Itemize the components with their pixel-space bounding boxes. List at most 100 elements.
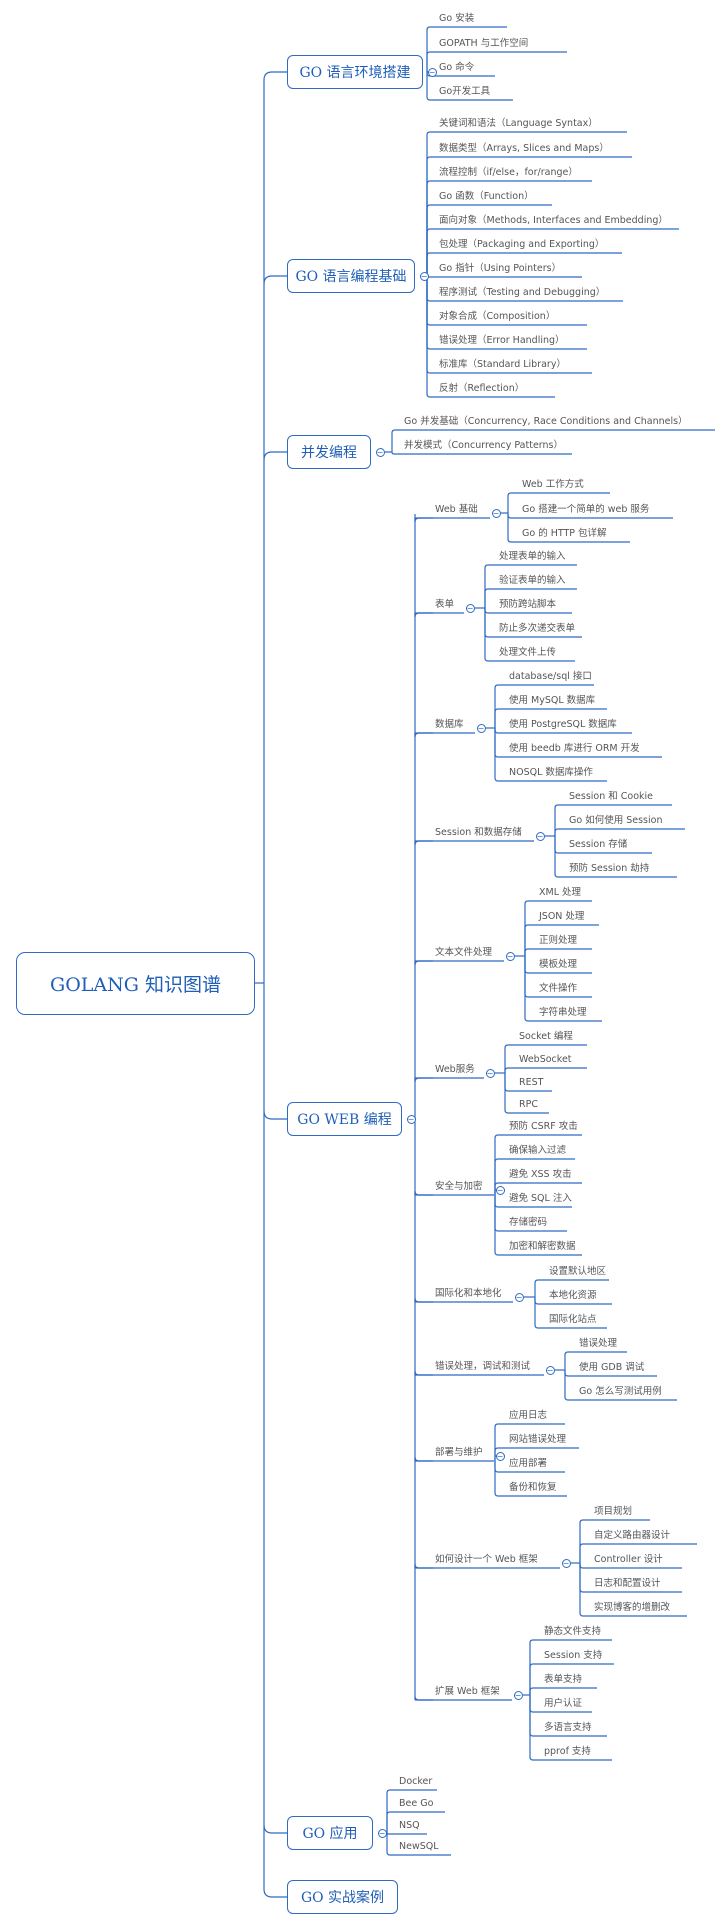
collapse-icon-sub-1[interactable]: − xyxy=(465,603,475,613)
sub-6-item-2[interactable]: 避免 XSS 攻击 xyxy=(509,1169,572,1180)
sub-10-item-1[interactable]: 自定义路由器设计 xyxy=(594,1530,671,1541)
sub-5-item-0[interactable]: Socket 编程 xyxy=(519,1031,573,1042)
sub-9-item-3[interactable]: 备份和恢复 xyxy=(509,1482,557,1493)
category-1-item-6[interactable]: Go 指针（Using Pointers） xyxy=(439,263,562,274)
sub-6-item-1[interactable]: 确保输入过滤 xyxy=(509,1145,567,1156)
sub-4-item-2[interactable]: 正则处理 xyxy=(539,935,578,946)
sub-2-item-2[interactable]: 使用 PostgreSQL 数据库 xyxy=(509,719,617,730)
collapse-icon-sub-6[interactable]: − xyxy=(495,1185,505,1195)
sub-3-item-2[interactable]: Session 存储 xyxy=(569,839,628,850)
subcategory-4[interactable]: 文本文件处理 xyxy=(435,947,493,958)
collapse-icon-sub-3[interactable]: − xyxy=(535,831,545,841)
category-4-item-3[interactable]: NewSQL xyxy=(399,1841,439,1852)
sub-1-item-3[interactable]: 防止多次递交表单 xyxy=(499,623,576,634)
sub-8-item-0[interactable]: 错误处理 xyxy=(579,1338,618,1349)
sub-5-item-1[interactable]: WebSocket xyxy=(519,1054,572,1065)
category-node-4[interactable]: GO 应用 xyxy=(287,1816,373,1850)
sub-6-item-3[interactable]: 避免 SQL 注入 xyxy=(509,1193,572,1204)
collapse-icon-category-2[interactable]: − xyxy=(375,447,385,457)
subcategory-7[interactable]: 国际化和本地化 xyxy=(435,1288,502,1299)
sub-10-item-0[interactable]: 项目规划 xyxy=(594,1506,633,1517)
sub-1-item-0[interactable]: 处理表单的输入 xyxy=(499,551,566,562)
sub-11-item-4[interactable]: 多语言支持 xyxy=(544,1722,592,1733)
category-1-item-8[interactable]: 对象合成（Composition） xyxy=(439,311,556,322)
collapse-icon-category-1[interactable]: − xyxy=(419,271,429,281)
sub-3-item-1[interactable]: Go 如何使用 Session xyxy=(569,815,663,826)
collapse-icon-sub-11[interactable]: − xyxy=(513,1690,523,1700)
category-node-1[interactable]: GO 语言编程基础 xyxy=(287,259,415,293)
collapse-icon-sub-9[interactable]: − xyxy=(495,1451,505,1461)
subcategory-10[interactable]: 如何设计一个 Web 框架 xyxy=(435,1554,538,1565)
sub-7-item-2[interactable]: 国际化站点 xyxy=(549,1314,597,1325)
collapse-icon-category-3[interactable]: − xyxy=(406,1114,416,1124)
sub-7-item-1[interactable]: 本地化资源 xyxy=(549,1290,597,1301)
subcategory-1[interactable]: 表单 xyxy=(435,599,455,610)
subcategory-6[interactable]: 安全与加密 xyxy=(435,1181,483,1192)
category-4-item-0[interactable]: Docker xyxy=(399,1776,433,1787)
subcategory-2[interactable]: 数据库 xyxy=(435,719,464,730)
category-1-item-2[interactable]: 流程控制（if/else，for/range） xyxy=(439,167,578,178)
sub-11-item-0[interactable]: 静态文件支持 xyxy=(544,1626,602,1637)
sub-1-item-4[interactable]: 处理文件上传 xyxy=(499,647,557,658)
collapse-icon-sub-2[interactable]: − xyxy=(476,723,486,733)
sub-4-item-3[interactable]: 模板处理 xyxy=(539,959,578,970)
category-1-item-11[interactable]: 反射（Reflection） xyxy=(439,383,525,394)
subcategory-0[interactable]: Web 基础 xyxy=(435,504,478,515)
category-0-item-1[interactable]: GOPATH 与工作空间 xyxy=(439,38,529,49)
subcategory-3[interactable]: Session 和数据存储 xyxy=(435,827,522,838)
sub-2-item-0[interactable]: database/sql 接口 xyxy=(509,671,592,682)
collapse-icon-sub-0[interactable]: − xyxy=(491,508,501,518)
category-0-item-3[interactable]: Go开发工具 xyxy=(439,86,491,97)
category-1-item-4[interactable]: 面向对象（Methods, Interfaces and Embedding） xyxy=(439,215,668,226)
sub-6-item-5[interactable]: 加密和解密数据 xyxy=(509,1241,576,1252)
collapse-icon-category-0[interactable]: − xyxy=(427,67,437,77)
sub-10-item-3[interactable]: 日志和配置设计 xyxy=(594,1578,661,1589)
sub-9-item-1[interactable]: 网站错误处理 xyxy=(509,1434,567,1445)
sub-0-item-2[interactable]: Go 的 HTTP 包详解 xyxy=(522,528,607,539)
sub-2-item-1[interactable]: 使用 MySQL 数据库 xyxy=(509,695,596,706)
category-1-item-0[interactable]: 关键词和语法（Language Syntax） xyxy=(439,118,598,129)
sub-10-item-4[interactable]: 实现博客的增删改 xyxy=(594,1602,671,1613)
collapse-icon-sub-5[interactable]: − xyxy=(485,1068,495,1078)
category-1-item-10[interactable]: 标准库（Standard Library） xyxy=(439,359,566,370)
subcategory-5[interactable]: Web服务 xyxy=(435,1064,475,1075)
sub-4-item-4[interactable]: 文件操作 xyxy=(539,983,578,994)
sub-9-item-0[interactable]: 应用日志 xyxy=(509,1410,548,1421)
category-1-item-3[interactable]: Go 函数（Function） xyxy=(439,191,534,202)
category-0-item-2[interactable]: Go 命令 xyxy=(439,62,475,73)
category-4-item-1[interactable]: Bee Go xyxy=(399,1798,434,1809)
subcategory-11[interactable]: 扩展 Web 框架 xyxy=(435,1686,500,1697)
category-1-item-9[interactable]: 错误处理（Error Handling） xyxy=(439,335,565,346)
sub-2-item-3[interactable]: 使用 beedb 库进行 ORM 开发 xyxy=(509,743,640,754)
category-0-item-0[interactable]: Go 安装 xyxy=(439,13,475,24)
sub-1-item-2[interactable]: 预防跨站脚本 xyxy=(499,599,557,610)
collapse-icon-sub-7[interactable]: − xyxy=(514,1292,524,1302)
sub-4-item-0[interactable]: XML 处理 xyxy=(539,887,582,898)
collapse-icon-sub-8[interactable]: − xyxy=(545,1365,555,1375)
sub-11-item-1[interactable]: Session 支持 xyxy=(544,1650,603,1661)
sub-4-item-5[interactable]: 字符串处理 xyxy=(539,1007,587,1018)
category-2-item-0[interactable]: Go 并发基础（Concurrency, Race Conditions and… xyxy=(404,416,688,427)
category-node-5[interactable]: GO 实战案例 xyxy=(287,1880,398,1914)
category-1-item-5[interactable]: 包处理（Packaging and Exporting） xyxy=(439,239,605,250)
sub-8-item-2[interactable]: Go 怎么写测试用例 xyxy=(579,1386,662,1397)
sub-3-item-3[interactable]: 预防 Session 劫持 xyxy=(569,863,650,874)
collapse-icon-sub-10[interactable]: − xyxy=(561,1558,571,1568)
sub-10-item-2[interactable]: Controller 设计 xyxy=(594,1554,663,1565)
sub-0-item-1[interactable]: Go 搭建一个简单的 web 服务 xyxy=(522,504,650,515)
category-1-item-7[interactable]: 程序测试（Testing and Debugging） xyxy=(439,287,606,298)
subcategory-9[interactable]: 部署与维护 xyxy=(435,1447,483,1458)
category-node-3[interactable]: GO WEB 编程 xyxy=(287,1102,402,1136)
sub-5-item-2[interactable]: REST xyxy=(519,1077,544,1088)
category-1-item-1[interactable]: 数据类型（Arrays, Slices and Maps） xyxy=(439,143,609,154)
sub-7-item-0[interactable]: 设置默认地区 xyxy=(549,1266,607,1277)
sub-6-item-0[interactable]: 预防 CSRF 攻击 xyxy=(509,1121,578,1132)
category-node-2[interactable]: 并发编程 xyxy=(287,435,371,469)
category-node-0[interactable]: GO 语言环境搭建 xyxy=(287,55,423,89)
sub-0-item-0[interactable]: Web 工作方式 xyxy=(522,479,584,490)
category-4-item-2[interactable]: NSQ xyxy=(399,1820,420,1831)
sub-11-item-2[interactable]: 表单支持 xyxy=(544,1674,583,1685)
sub-11-item-3[interactable]: 用户认证 xyxy=(544,1698,583,1709)
sub-11-item-5[interactable]: pprof 支持 xyxy=(544,1746,591,1757)
subcategory-8[interactable]: 错误处理，调试和测试 xyxy=(435,1361,531,1372)
